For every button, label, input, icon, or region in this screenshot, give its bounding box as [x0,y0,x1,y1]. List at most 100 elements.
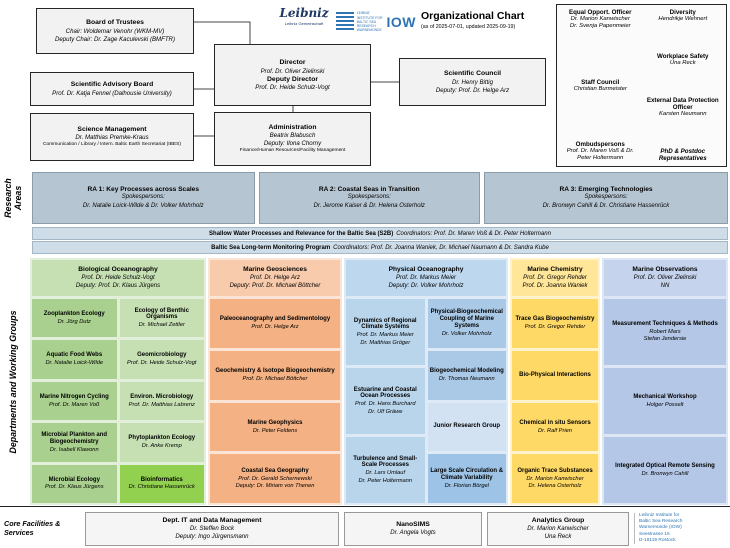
group-title: Diversity [669,9,696,16]
group-title: Aquatic Food Webs [46,352,103,359]
ra-spokespersons: Dr. Jerome Kaiser & Dr. Helena Osterholz [313,202,425,209]
science-management-head: Dr. Matthias Premke-Kraus [75,134,149,142]
group-member-name: Dr. Anke Kremp [141,443,182,450]
title-block: Organizational Chart (as of 2025-07-01, … [421,10,553,30]
department-marine-chemistry: Marine Chemistry Prof. Dr. Gregor Rehder… [510,258,600,505]
director-name: Prof. Dr. Oliver Zielinski [260,67,325,75]
group-member-name: Karsten Neumann [659,111,707,117]
it-data-management-box: Dept. IT and Data Management Dr. Steffen… [85,511,339,546]
group-member-name: Dr. Natalie Loick-Wilde [45,360,104,367]
analytics-head: Dr. Marion Kanwischer [527,525,589,533]
department-title: Physical Oceanography [388,266,464,274]
ra-spokespersons: Dr. Natalie Loick-Wilde & Dr. Volker Moh… [82,202,204,209]
department-head: Prof. Dr. Helge Arz [250,274,300,281]
group-member-name: Prof. Dr. Gregor Rehder [524,324,586,331]
group-member-name: Deputy: Dr. Miriam von Thenen [235,483,315,490]
scientific-council-box: Scientific Council Dr. Henry Bittig Depu… [399,58,546,106]
group-member-name: Prof. Dr. Matthias Labrenz [128,401,195,408]
group-title: Zooplankton Ecology [43,310,105,317]
group-member-name: Dr. Peter Feldens [252,427,298,434]
department-deputy: Deputy: Prof. Dr. Michael Böttcher [229,282,321,289]
department-deputy: Deputy: Dr. Volker Mohrholz [388,282,464,289]
administration-deputy: Deputy: Ilona Chorny [263,140,322,148]
department-title: Marine Chemistry [527,266,583,274]
box-title: NanoSIMS [396,520,430,528]
group-title: Measurement Techniques & Methods [612,321,718,327]
working-group-box: Bio-Physical Interactions [512,350,598,400]
research-area-2: RA 2: Coastal Seas in Transition Spokesp… [258,172,481,224]
working-group-box: Junior Research Group [427,402,506,452]
ra-title: RA 1: Key Processes across Scales [87,186,200,194]
department-deputy: NN [660,282,670,289]
group-member-name: Prof. Dr. Maren Voß & Dr. Peter Holterma… [566,148,634,162]
box-title: Scientific Council [443,70,502,78]
group-title: Estuarine and Coastal Ocean Processes [353,386,417,400]
panel-item: PhD & Postdoc Representatives [644,148,723,162]
department-header: Marine Observations Prof. Dr. Oliver Zie… [604,260,726,296]
board-of-trustees-box: Board of Trustees Chair: Woldemar Venohr… [36,8,194,54]
group-member-name: Dr. Volker Mohrholz [441,330,492,337]
group-title: Marine Nitrogen Cycling [39,393,109,400]
it-head: Dr. Steffen Bock [189,525,235,533]
program-coordinators: Coordinators: Prof. Dr. Joanna Waniek, D… [333,244,549,251]
group-member-name: Hendrikje Wehnert [658,16,708,23]
page-subtitle: (as of 2025-07-01, updated 2025-09-19) [421,23,516,30]
group-title: External Data Protection Officer [646,96,719,111]
leibniz-logo-caption: Leibniz Gemeinschaft [284,21,324,26]
board-deputy-chair: Deputy Chair: Dr. Zage Kaculevski (BMFTR… [55,35,175,43]
group-title: Geochemistry & Isotope Biogeochemistry [215,367,335,374]
iow-stripes-icon [336,12,354,32]
department-head: Prof. Dr. Markus Meier [395,274,457,281]
group-member-name: Prof. Dr. Markus Meier [356,332,414,339]
program-title: Shallow Water Processes and Relevance fo… [209,230,394,237]
box-title: Analytics Group [531,516,585,524]
group-member-name: Prof. Dr. Heide Schulz-Vogt [127,360,197,367]
department-co-head: Prof. Dr. Joanna Waniek [522,282,588,289]
group-member-name: Holger Posselt [646,401,684,408]
group-member-name: Prof. Dr. Helge Arz [251,324,299,331]
program-title: Baltic Sea Long-term Monitoring Program [211,244,331,251]
research-areas-label: Research Areas [3,178,23,218]
group-member-name: Dr. Marion Kanwischer [570,16,630,23]
department-deputy: Deputy: Prof. Dr. Klaus Jürgens [75,282,161,289]
group-title: Integrated Optical Remote Sensing [615,462,715,469]
deputy-director-title: Deputy Director [267,75,318,83]
group-title: Geomicrobiology [137,352,187,359]
research-area-3: RA 3: Emerging Technologies Spokesperson… [484,172,728,224]
box-title: Director [279,58,306,66]
program-s2b-bar: Shallow Water Processes and Relevance fo… [32,227,728,240]
department-header: Biological Oceanography Prof. Dr. Heide … [32,260,204,296]
iow-logo: Leibniz Institute for Baltic Sea Researc… [336,9,416,35]
group-member-name: Dr. Ralf Prien [538,427,572,434]
group-member-name: Prof. Dr. Maren Voß [49,401,100,408]
leibniz-logo: Leibniz Leibniz Gemeinschaft [276,7,332,26]
group-title: Environ. Microbiology [130,393,194,400]
address-line: D-18119 Rostock [639,537,676,543]
working-groups-right: Physical-Biogeochemical Coupling of Mari… [427,299,506,503]
nanosims-box: NanoSIMS Dr. Angela Vogts [344,511,482,546]
group-title: Bioinformatics [140,476,183,483]
group-title: Physical-Biogeochemical Coupling of Mari… [430,309,503,330]
group-title: Chemical in situ Sensors [519,419,591,426]
